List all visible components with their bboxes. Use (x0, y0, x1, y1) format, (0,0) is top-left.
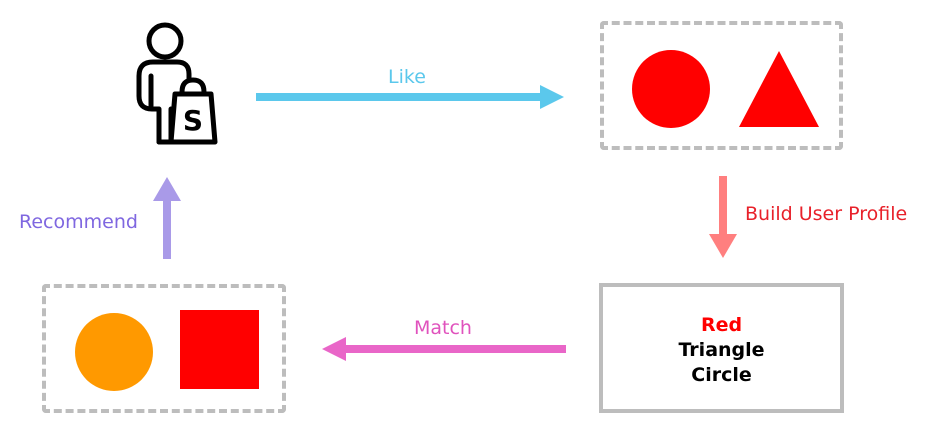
recommended-circle (74, 312, 154, 392)
like-arrow (256, 83, 566, 111)
like-label: Like (388, 66, 426, 88)
match-arrow (322, 335, 566, 363)
profile-shape-triangle: Triangle (678, 339, 765, 361)
profile-shape-circle: Circle (691, 364, 752, 386)
build-profile-arrow (709, 176, 737, 258)
profile-color: Red (700, 314, 743, 336)
liked-triangle (739, 51, 819, 127)
recommend-label: Recommend (19, 211, 138, 233)
recommend-arrow (153, 177, 181, 259)
build-profile-label: Build User Profile (745, 203, 908, 225)
recommended-square (180, 310, 260, 390)
recommended-items-box (42, 284, 286, 413)
liked-circle (631, 49, 711, 129)
shopper-icon: S (125, 14, 225, 149)
user-profile-box: Red Triangle Circle (599, 283, 844, 413)
svg-text:S: S (183, 104, 203, 137)
match-label: Match (414, 317, 472, 339)
liked-items-box (600, 21, 843, 150)
